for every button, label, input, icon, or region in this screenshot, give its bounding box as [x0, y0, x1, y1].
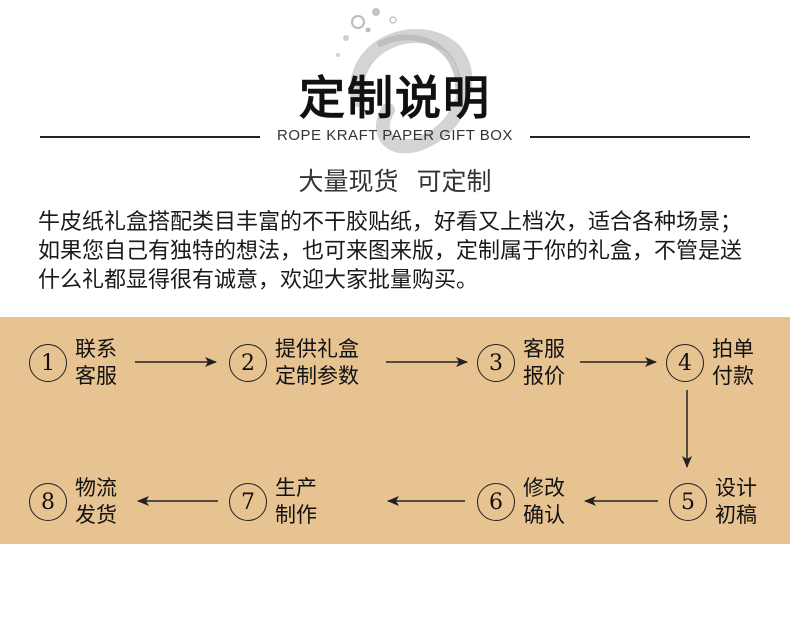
- step-label-5: 设计初稿: [715, 476, 757, 527]
- step-number-2: 2: [229, 344, 267, 382]
- step-2: 2 提供礼盒定制参数: [229, 336, 385, 390]
- step-1: 1 联系客服: [29, 336, 185, 390]
- step-number-4: 4: [666, 344, 704, 382]
- step-label-4: 拍单付款: [712, 337, 754, 388]
- step-4: 4 拍单付款: [666, 336, 782, 390]
- tagline: 大量现货 可定制: [298, 167, 492, 196]
- process-band: [0, 317, 790, 544]
- step-number-5: 5: [669, 483, 707, 521]
- step-label-7: 生产制作: [275, 476, 317, 527]
- subtitle: ROPE KRAFT PAPER GIFT BOX: [277, 127, 513, 144]
- step-5: 5 设计初稿: [669, 475, 785, 529]
- description-paragraph: 牛皮纸礼盒搭配类目丰富的不干胶贴纸，好看又上档次，适合各种场景；如果您自己有独特…: [38, 210, 743, 293]
- ink-circle-decoration: [336, 8, 473, 154]
- divider-right: [530, 136, 750, 138]
- step-number-6: 6: [477, 483, 515, 521]
- step-number-1: 1: [29, 344, 67, 382]
- step-label-8: 物流发货: [75, 476, 117, 527]
- step-7: 7 生产制作: [229, 475, 385, 529]
- step-3: 3 客服报价: [477, 336, 633, 390]
- step-label-3: 客服报价: [523, 337, 565, 388]
- step-number-3: 3: [477, 344, 515, 382]
- step-8: 8 物流发货: [29, 475, 185, 529]
- divider-left: [40, 136, 260, 138]
- step-number-8: 8: [29, 483, 67, 521]
- step-number-7: 7: [229, 483, 267, 521]
- page-title: 定制说明: [299, 71, 491, 125]
- step-6: 6 修改确认: [477, 475, 633, 529]
- process-arrows: [135, 357, 692, 506]
- step-label-6: 修改确认: [523, 476, 565, 527]
- step-label-2: 提供礼盒定制参数: [275, 337, 359, 388]
- step-label-1: 联系客服: [75, 337, 117, 388]
